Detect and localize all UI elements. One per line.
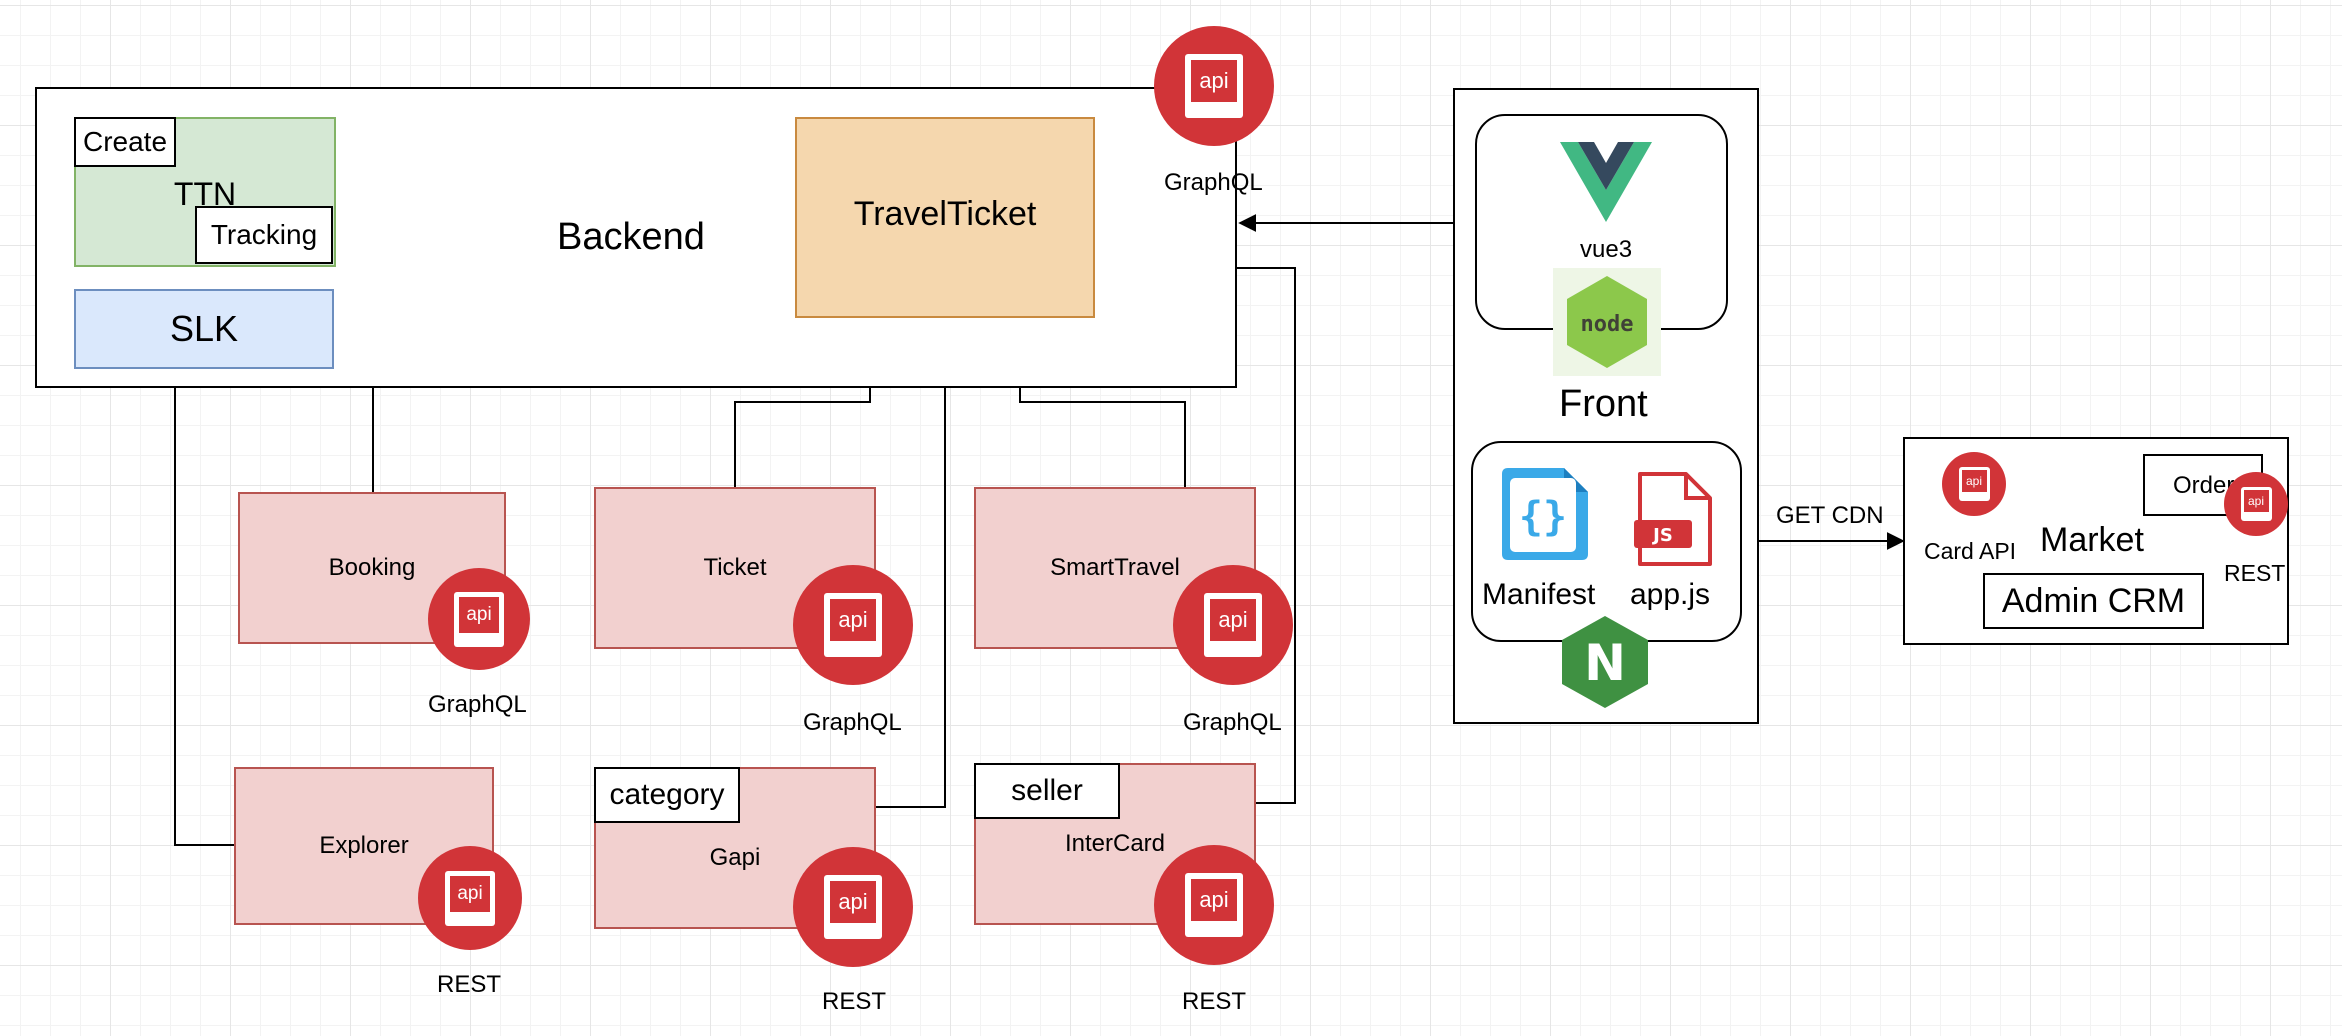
api-icon-text: api — [1210, 599, 1256, 641]
vue-label: vue3 — [1580, 236, 1633, 263]
get-cdn-label: GET CDN — [1776, 502, 1884, 529]
slk-label: SLK — [169, 308, 239, 349]
smarttravel-label: SmartTravel — [1050, 554, 1180, 581]
api-icon: api — [1154, 26, 1274, 146]
intercard-seller-tag: seller — [974, 763, 1120, 819]
gapi-protocol: REST — [822, 988, 887, 1015]
api-icon: api — [2224, 472, 2288, 536]
booking-service: Booking — [238, 492, 506, 644]
slk-box: SLK — [74, 289, 334, 369]
ttn-create-tag: Create — [74, 117, 176, 167]
backend-title: Backend — [557, 216, 705, 258]
api-icon-text: api — [459, 596, 499, 633]
js-file-icon: JS — [1634, 470, 1714, 570]
ticket-service: Ticket — [594, 487, 876, 649]
travelticket-box: TravelTicket — [795, 117, 1095, 318]
explorer-label: Explorer — [319, 832, 409, 859]
gapi-category-label: category — [609, 778, 725, 811]
intercard-label: InterCard — [1064, 830, 1166, 857]
api-icon: api — [1942, 452, 2006, 516]
api-icon-text: api — [2243, 490, 2269, 512]
api-icon: api — [418, 846, 522, 950]
api-icon: api — [793, 847, 913, 967]
api-icon-text: api — [830, 599, 876, 641]
api-icon-text: api — [1961, 470, 1987, 492]
booking-protocol: GraphQL — [428, 691, 527, 718]
intercard-protocol: REST — [1182, 988, 1247, 1015]
intercard-seller-label: seller — [1011, 774, 1083, 807]
json-file-glyph: {} — [1519, 494, 1567, 540]
nginx-logo-icon: N — [1560, 614, 1650, 710]
travelticket-label: TravelTicket — [853, 195, 1037, 233]
api-icon: api — [1154, 845, 1274, 965]
edge-explorer-slk — [166, 370, 234, 846]
backend-graphql-label: GraphQL — [1164, 169, 1263, 196]
api-icon-text: api — [450, 875, 490, 912]
card-api-label: Card API — [1924, 538, 2017, 564]
admin-crm-label: Admin CRM — [2001, 581, 2186, 620]
js-file-badge: JS — [1651, 525, 1673, 546]
manifest-label: Manifest — [1482, 578, 1596, 611]
ttn-tracking-tag: Tracking — [195, 206, 333, 264]
vue-logo-icon — [1560, 142, 1652, 222]
admin-crm-box: Admin CRM — [1983, 573, 2204, 629]
market-rest-label: REST — [2224, 560, 2286, 586]
edge-gapi-travelticket — [875, 318, 954, 808]
front-title: Front — [1559, 383, 1648, 425]
gapi-category-tag: category — [594, 767, 740, 823]
json-file-icon: {} — [1498, 464, 1592, 564]
nginx-logo-letter: N — [1584, 634, 1626, 692]
booking-label: Booking — [328, 554, 416, 581]
api-icon-text: api — [1191, 60, 1237, 102]
api-icon: api — [428, 568, 530, 670]
ttn-create-label: Create — [82, 126, 168, 157]
api-icon: api — [1173, 565, 1293, 685]
api-icon-text: api — [1191, 879, 1237, 921]
ticket-protocol: GraphQL — [803, 709, 902, 736]
explorer-protocol: REST — [437, 971, 502, 998]
ttn-tracking-label: Tracking — [210, 219, 318, 250]
order-label: Order — [2173, 472, 2235, 499]
smarttravel-protocol: GraphQL — [1183, 709, 1282, 736]
api-icon-text: api — [830, 881, 876, 923]
ticket-label: Ticket — [703, 554, 767, 581]
ttn-label: TTN — [173, 175, 237, 212]
appjs-label: app.js — [1630, 578, 1711, 611]
nodejs-logo-text: node — [1581, 312, 1634, 337]
api-icon: api — [793, 565, 913, 685]
market-title: Market — [2040, 521, 2144, 559]
gapi-label: Gapi — [709, 844, 761, 871]
nodejs-logo-icon: node — [1553, 268, 1661, 376]
